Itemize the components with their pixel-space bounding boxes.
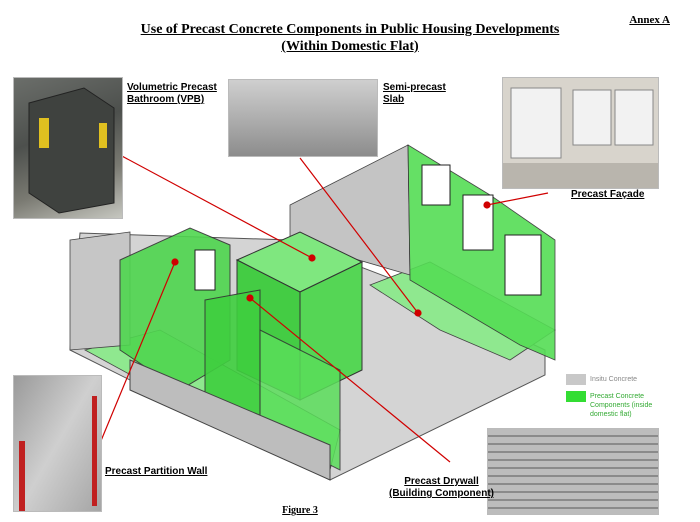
facade-label: Precast Façade — [571, 189, 644, 201]
figure-caption: Figure 3 — [0, 505, 600, 516]
partition-photo — [13, 375, 102, 512]
leader-slab-dot — [415, 310, 421, 316]
leader-drywall-dot — [247, 295, 253, 301]
vpb-label-line2: Bathroom (VPB) — [127, 94, 217, 106]
legend-precast-label: Precast Concrete Components (inside dome… — [590, 392, 652, 419]
drywall-label-line2: (Building Component) — [389, 488, 494, 500]
vpb-label-line1: Volumetric Precast — [127, 82, 217, 94]
slab-photo — [228, 79, 378, 157]
leader-facade-dot — [484, 202, 490, 208]
drywall-label-line1: Precast Drywall — [389, 476, 494, 488]
drywall-label: Precast Drywall (Building Component) — [389, 476, 494, 500]
leader-partition-dot — [172, 259, 178, 265]
legend-insitu-swatch — [566, 374, 586, 385]
legend-precast-line2: Components (inside — [590, 401, 652, 410]
legend-precast-swatch — [566, 391, 586, 402]
vpb-photo — [13, 77, 123, 219]
legend-insitu-label: Insitu Concrete — [590, 375, 637, 384]
slab-label: Semi-precast Slab — [383, 82, 446, 106]
facade-window-3 — [505, 235, 541, 295]
facade-photo — [502, 77, 659, 189]
partition-label: Precast Partition Wall — [105, 466, 207, 478]
leader-vpb-dot — [309, 255, 315, 261]
partition-window — [195, 250, 215, 290]
legend-precast-line1: Precast Concrete — [590, 392, 652, 401]
slab-label-line1: Semi-precast — [383, 82, 446, 94]
legend-precast-line3: domestic flat) — [590, 410, 652, 419]
vpb-label: Volumetric Precast Bathroom (VPB) — [127, 82, 217, 106]
facade-window-1 — [422, 165, 450, 205]
drywall-photo — [487, 428, 659, 515]
slab-label-line2: Slab — [383, 94, 446, 106]
